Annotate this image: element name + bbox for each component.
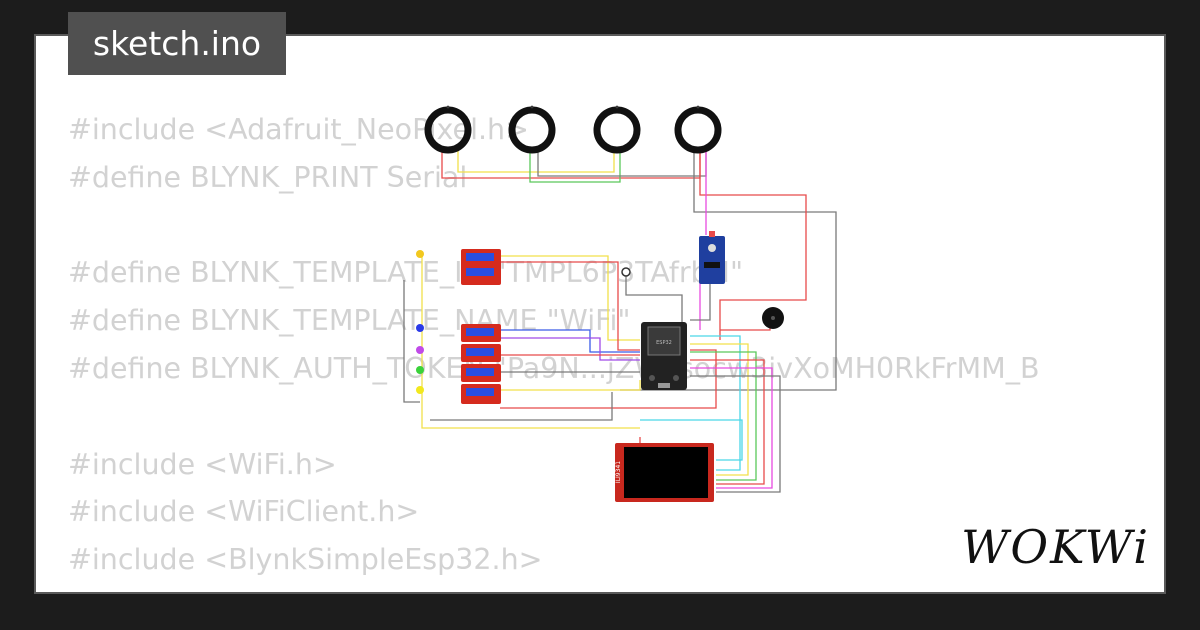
code-line: #include <Adafruit_NeoPixel.h> xyxy=(68,113,529,146)
wire xyxy=(640,419,743,461)
led-green xyxy=(416,366,424,374)
wire xyxy=(690,375,781,493)
wire xyxy=(421,256,640,429)
sensor-module xyxy=(699,231,725,284)
relay-modules xyxy=(461,249,501,404)
led-yellow xyxy=(416,386,424,394)
leds xyxy=(416,250,424,394)
relay-module xyxy=(461,344,501,362)
wire xyxy=(690,270,711,321)
neopixel-ring-1 xyxy=(424,106,472,154)
wire xyxy=(625,275,683,330)
wokwi-logo[interactable]: WOKWi xyxy=(961,520,1150,574)
relay-module xyxy=(461,364,501,382)
tab-sketch-ino[interactable]: sketch.ino xyxy=(68,12,286,75)
esp32-label: ESP32 xyxy=(656,340,672,346)
wire xyxy=(500,261,640,351)
wire xyxy=(690,359,765,485)
wire xyxy=(441,150,701,179)
neopixel-ring-3 xyxy=(593,106,641,154)
wire xyxy=(430,392,613,421)
wire xyxy=(500,329,640,353)
wire xyxy=(690,343,749,476)
wire xyxy=(500,349,717,409)
esp32-board: ESP32 xyxy=(641,322,687,390)
wire xyxy=(403,280,420,403)
wire xyxy=(690,351,757,481)
relay-module xyxy=(461,324,501,342)
tab-label: sketch.ino xyxy=(92,24,262,63)
code-line: #include <WiFi.h> xyxy=(68,447,337,481)
wire xyxy=(500,380,641,391)
neopixel-ring-4 xyxy=(674,106,722,154)
code-line: #define BLYNK_TEMPLATE_NAME "WiFi" xyxy=(68,304,631,338)
relay-module xyxy=(461,384,501,404)
led-blue xyxy=(416,324,424,332)
neopixel-ring-2 xyxy=(508,106,556,154)
code-line: #include <BlynkSimpleEsp32.h> xyxy=(68,543,543,577)
led-purple xyxy=(416,346,424,354)
buzzer-center xyxy=(771,316,775,320)
wire xyxy=(699,150,807,340)
led-yellow xyxy=(416,250,424,258)
code-line: #include <HTTPClient.h> xyxy=(68,584,1138,592)
neopixel-rings xyxy=(424,106,722,154)
wire xyxy=(457,150,615,173)
wire xyxy=(690,367,773,489)
display-label: ILI9341 xyxy=(615,461,622,483)
code-line: #include <WiFiClient.h> xyxy=(68,495,420,529)
wire xyxy=(529,150,621,183)
neopixel-pixels xyxy=(446,105,700,109)
code-line: #define BLYNK_PRINT Serial xyxy=(68,160,468,194)
wire xyxy=(500,255,640,341)
relay-module xyxy=(461,249,501,285)
tft-display: ILI9341 xyxy=(615,443,714,502)
wire xyxy=(500,337,640,361)
pushbutton xyxy=(621,267,631,277)
wires xyxy=(403,150,837,493)
wire xyxy=(690,335,741,471)
